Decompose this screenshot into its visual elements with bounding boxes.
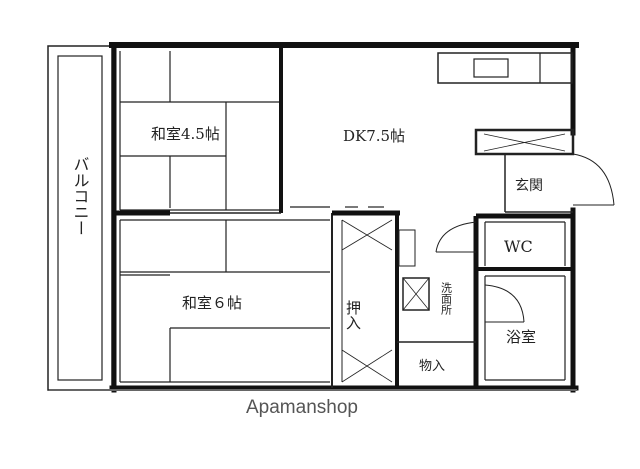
label-senmenjo: 洗面所	[440, 282, 453, 316]
genkan-entrance	[504, 153, 615, 213]
bathroom	[484, 275, 566, 381]
entrance-door-arc	[572, 153, 615, 206]
label-oshiire: 押入	[344, 300, 362, 330]
dk-area	[290, 52, 575, 267]
label-washitsu-6: 和室６帖	[182, 294, 242, 312]
label-balcony: バルコニー	[71, 156, 90, 236]
label-dk: DK7.5帖	[343, 127, 405, 145]
label-wc: WC	[504, 237, 533, 256]
storage-box	[474, 128, 575, 156]
label-washitsu-45: 和室4.5帖	[151, 125, 220, 143]
label-monoire: 物入	[419, 359, 445, 374]
washroom	[397, 277, 476, 343]
bath-door-arc	[484, 284, 525, 323]
tatami-room-6	[119, 219, 330, 383]
wc-door-arc	[435, 221, 477, 253]
label-genkan: 玄関	[515, 177, 543, 194]
oshiire-closet	[331, 210, 400, 388]
kitchen-counter	[437, 52, 573, 84]
tatami-room-45	[119, 51, 280, 211]
fridge-outline	[398, 229, 416, 267]
wc-room	[435, 213, 573, 388]
apamanshop-watermark: Apamanshop	[246, 397, 358, 418]
outer-walls	[49, 42, 579, 393]
label-yokushitsu: 浴室	[506, 328, 536, 346]
